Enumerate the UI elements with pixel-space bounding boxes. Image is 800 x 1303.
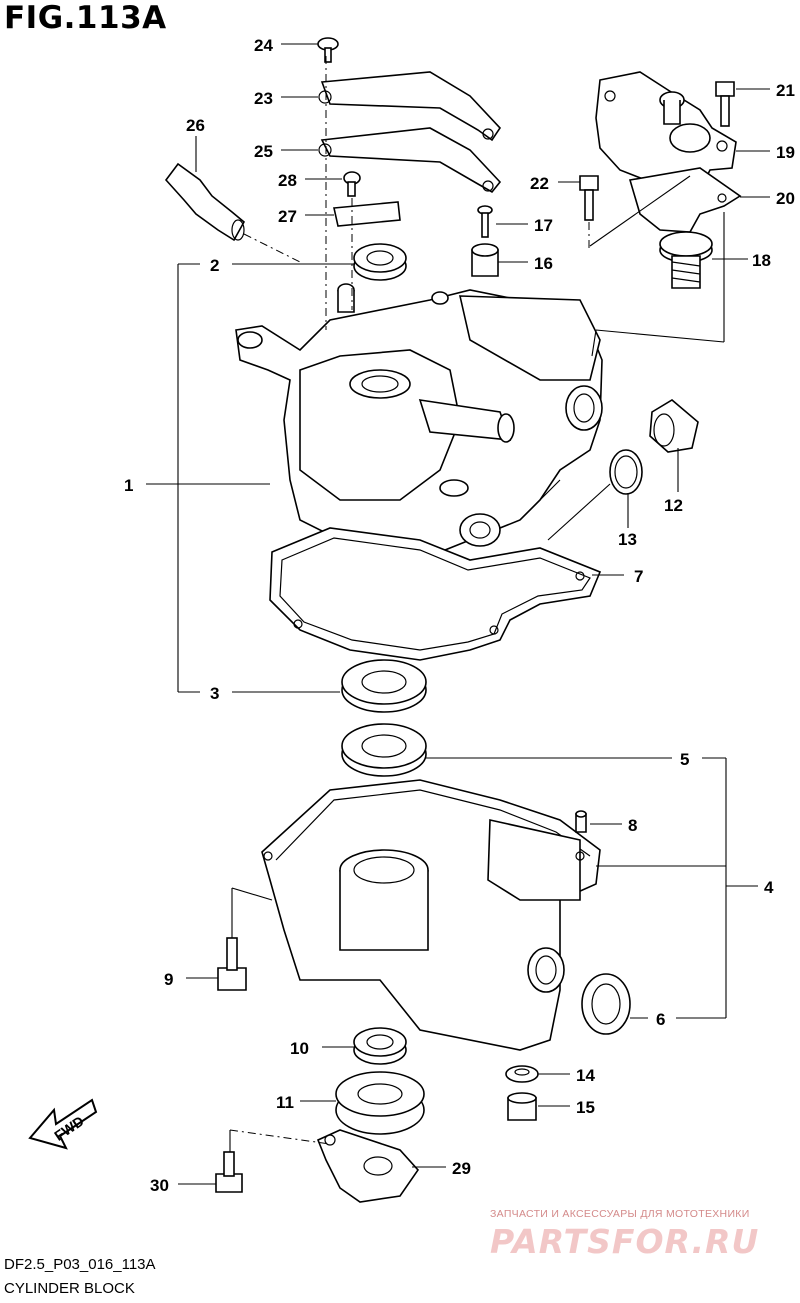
thermostat-cover-part[interactable]: [595, 71, 737, 197]
figure-code: DF2.5_P03_016_113A: [4, 1256, 156, 1273]
callout-20: 20: [776, 189, 795, 208]
plug-part-12[interactable]: [649, 399, 699, 453]
watermark-tagline: ЗАПЧАСТИ И АКСЕССУАРЫ ДЛЯ МОТОТЕХНИКИ: [490, 1208, 750, 1220]
gasket-part-20[interactable]: [628, 167, 742, 233]
callout-8: 8: [628, 816, 637, 835]
bushing-part-16[interactable]: [471, 243, 499, 277]
figure-title: FIG.113A: [4, 0, 167, 36]
bolt-part-22[interactable]: [579, 175, 599, 221]
fwd-arrow-icon: FWD: [28, 1098, 98, 1150]
gasket-part-7[interactable]: [269, 527, 602, 661]
figure-description: CYLINDER BLOCK: [4, 1280, 135, 1297]
callout-3: 3: [210, 684, 219, 703]
drain-plug-part-15[interactable]: [507, 1092, 537, 1121]
screw-part-17[interactable]: [477, 205, 493, 238]
seal-part-6[interactable]: [581, 973, 631, 1035]
callout-28: 28: [278, 171, 297, 190]
crankcase-part[interactable]: [261, 779, 601, 1051]
callout-25: 25: [254, 142, 273, 161]
thermostat-part-18[interactable]: [659, 231, 713, 289]
hose-part[interactable]: [164, 162, 246, 242]
o-ring-part-13[interactable]: [609, 449, 643, 495]
screw-part-30[interactable]: [215, 1151, 243, 1193]
screw-part-28[interactable]: [343, 171, 361, 197]
callout-2: 2: [210, 256, 219, 275]
callout-4: 4: [764, 878, 774, 897]
bearing-part-3[interactable]: [341, 659, 427, 713]
callout-19: 19: [776, 143, 795, 162]
seal-part-2[interactable]: [353, 243, 407, 281]
callout-7: 7: [634, 567, 643, 586]
callout-22: 22: [530, 174, 549, 193]
callout-18: 18: [752, 251, 771, 270]
plate-part-29[interactable]: [316, 1129, 420, 1203]
callout-24: 24: [254, 36, 273, 55]
seal-part-10[interactable]: [353, 1027, 407, 1065]
bolt-part-21[interactable]: [715, 81, 735, 127]
callout-9: 9: [164, 970, 173, 989]
callout-17: 17: [534, 216, 553, 235]
cylinder-head-part[interactable]: [235, 283, 603, 561]
callout-14: 14: [576, 1066, 595, 1085]
callout-15: 15: [576, 1098, 595, 1117]
cover-part-11[interactable]: [335, 1071, 425, 1135]
washer-part-14[interactable]: [505, 1065, 539, 1083]
callout-labels: 1 2 3 4 5 6 7 8 9 10 11 12 13 14 15 16 1…: [124, 36, 795, 1195]
callout-5: 5: [680, 750, 689, 769]
callout-13: 13: [618, 530, 637, 549]
dowel-pin-part-8[interactable]: [575, 810, 587, 833]
callout-16: 16: [534, 254, 553, 273]
plate-part-27[interactable]: [333, 201, 401, 227]
callout-1: 1: [124, 476, 133, 495]
callout-12: 12: [664, 496, 683, 515]
bracket-part[interactable]: [318, 71, 502, 194]
callout-23: 23: [254, 89, 273, 108]
callout-29: 29: [452, 1159, 471, 1178]
watermark-brand: PARTSFOR.RU: [490, 1222, 760, 1261]
callout-26: 26: [186, 116, 205, 135]
callout-30: 30: [150, 1176, 169, 1195]
leader-lines: [146, 43, 770, 1185]
callout-11: 11: [276, 1093, 294, 1112]
callout-27: 27: [278, 207, 297, 226]
callout-10: 10: [290, 1039, 309, 1058]
bolt-part-9[interactable]: [217, 937, 247, 991]
callout-6: 6: [656, 1010, 665, 1029]
callout-21: 21: [776, 81, 795, 100]
screw-part-24[interactable]: [317, 37, 339, 63]
bearing-part-5[interactable]: [341, 723, 427, 777]
